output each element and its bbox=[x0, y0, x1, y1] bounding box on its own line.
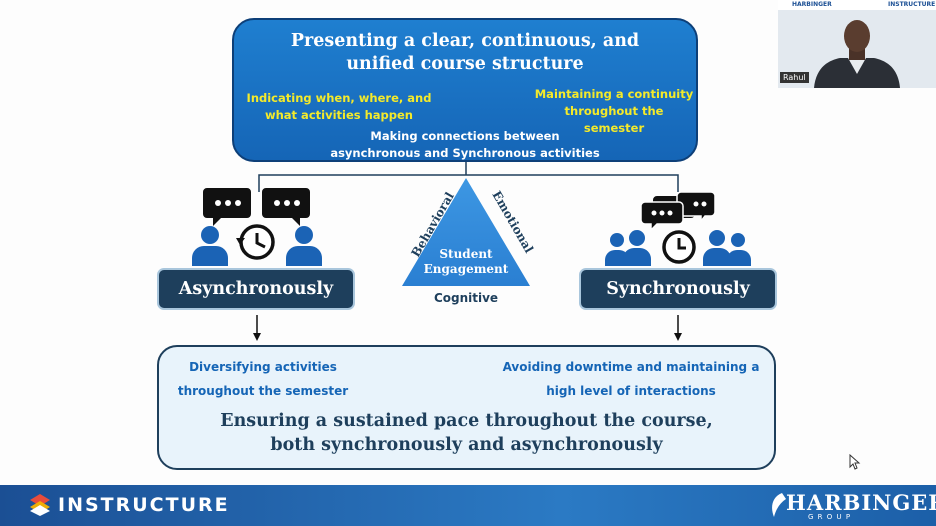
synchronously-text: Synchronously bbox=[606, 279, 750, 299]
harbinger-logo-icon bbox=[772, 493, 786, 517]
sync-people-icon bbox=[605, 192, 751, 266]
bottom-summary-box: Diversifying activities throughout the s… bbox=[157, 345, 776, 470]
top-left-point-line2: what activities happen bbox=[264, 108, 413, 122]
bottom-left-line2: throughout the semester bbox=[177, 384, 349, 398]
triangle-center-line1: Student bbox=[439, 247, 493, 261]
webcam-logo-strip bbox=[778, 0, 936, 10]
async-people-icon bbox=[192, 188, 322, 266]
synchronously-label: Synchronously bbox=[579, 268, 777, 310]
engagement-triangle: Student Engagement Behavioral Emotional … bbox=[402, 178, 536, 305]
top-right-point-line1: Maintaining a continuity bbox=[534, 87, 694, 101]
harbinger-group-text: G R O U P bbox=[808, 513, 852, 521]
chat-bubble-icon bbox=[640, 201, 684, 232]
triangle-center-line2: Engagement bbox=[424, 262, 509, 276]
top-summary-box: Presenting a clear, continuous, and unif… bbox=[232, 18, 698, 162]
webcam-logo-right: INSTRUCTURE bbox=[888, 1, 936, 8]
bottom-right-point: Avoiding downtime and maintaining a high… bbox=[495, 355, 767, 403]
bottom-left-point: Diversifying activities throughout the s… bbox=[173, 355, 353, 403]
mouse-cursor-icon bbox=[849, 454, 861, 470]
instructure-logo-icon bbox=[30, 494, 50, 516]
triangle-shape bbox=[402, 178, 530, 286]
top-connector bbox=[258, 174, 679, 192]
left-arrowhead bbox=[253, 333, 261, 341]
bottom-main-line1: Ensuring a sustained pace throughout the… bbox=[220, 411, 713, 431]
triangle-bottom-label: Cognitive bbox=[434, 291, 498, 305]
footer-bar: INSTRUCTURE HARBINGER G R O U P bbox=[0, 485, 936, 526]
top-right-point-line2: throughout the semester bbox=[564, 104, 664, 135]
top-left-point-line1: Indicating when, where, and bbox=[246, 91, 432, 105]
asynchronously-label: Asynchronously bbox=[157, 268, 355, 310]
presenter-head bbox=[844, 20, 870, 52]
top-connection-text: Making connections between asynchronous … bbox=[234, 128, 696, 162]
instructure-brand: INSTRUCTURE bbox=[58, 494, 230, 516]
top-connection-line2: asynchronous and Synchronous activities bbox=[330, 146, 600, 160]
top-title: Presenting a clear, continuous, and unif… bbox=[234, 30, 696, 76]
top-right-point: Maintaining a continuity throughout the … bbox=[534, 86, 694, 137]
harbinger-brand: HARBINGER bbox=[786, 490, 936, 515]
top-left-point: Indicating when, where, and what activit… bbox=[244, 90, 434, 124]
participant-name-tag: Rahul bbox=[780, 72, 809, 83]
chat-bubble-icon bbox=[203, 188, 251, 226]
bottom-main-line2: both synchronously and asynchronously bbox=[270, 435, 663, 455]
webcam-video-tile[interactable]: HARBINGER INSTRUCTURE Rahul bbox=[778, 0, 936, 88]
bottom-right-line2: high level of interactions bbox=[546, 384, 716, 398]
asynchronously-text: Asynchronously bbox=[178, 279, 334, 299]
top-title-line2: unified course structure bbox=[346, 54, 584, 74]
chat-bubble-icon bbox=[262, 188, 310, 226]
webcam-logo-left: HARBINGER bbox=[792, 1, 832, 8]
bottom-left-line1: Diversifying activities bbox=[189, 360, 337, 374]
right-arrowhead bbox=[674, 333, 682, 341]
top-connection-line1: Making connections between bbox=[370, 129, 560, 143]
top-title-line1: Presenting a clear, continuous, and bbox=[290, 31, 640, 51]
bottom-right-line1: Avoiding downtime and maintaining a bbox=[502, 360, 760, 374]
bottom-main-statement: Ensuring a sustained pace throughout the… bbox=[159, 409, 774, 457]
